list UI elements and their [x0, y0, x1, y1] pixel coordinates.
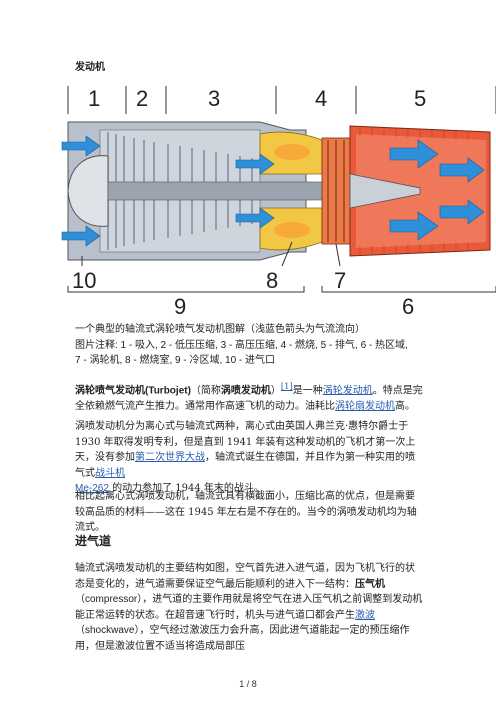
link-ww2[interactable]: 第二次世界大战: [135, 452, 205, 463]
link-turbine-engine[interactable]: 涡轮发动机: [322, 385, 373, 397]
figure-caption: 一个典型的轴流式涡轮喷气发动机图解（浅蓝色箭头为气流流向） 图片注释: 1 - …: [75, 324, 408, 366]
term-turbojet: 涡轮喷气发动机: [75, 385, 145, 397]
intro-paragraph: 涡轮喷气发动机(Turbojet)（简称涡喷发动机）[1]是一种涡轮发动机。特点…: [75, 381, 423, 412]
label-8: 8: [266, 268, 278, 293]
page-title: 发动机: [75, 62, 105, 73]
label-5: 5: [414, 86, 426, 111]
label-6: 6: [402, 294, 414, 319]
label-2: 2: [136, 86, 148, 111]
airflow-arrows: [61, 135, 485, 247]
label-1: 1: [88, 86, 100, 111]
label-7: 7: [334, 268, 346, 293]
label-3: 3: [208, 86, 220, 111]
zone-brackets: [67, 286, 496, 293]
label-9: 9: [174, 294, 186, 319]
top-dividers: [67, 86, 496, 114]
intake-paragraph: 轴流式涡喷发动机的主要结构如图，空气首先进入进气道，因为飞机飞行的状态是变化的，…: [75, 563, 423, 652]
link-me262[interactable]: Me-262: [75, 483, 109, 494]
comparison-paragraph: 相比起离心式涡喷发动机，轴流式具有横截面小，压缩比高的优点，但是需要较高品质的材…: [75, 491, 417, 533]
page-indicator: 1 / 8: [239, 679, 257, 689]
link-shockwave[interactable]: 激波: [355, 609, 375, 621]
link-turbofan-engine[interactable]: 涡轮扇发动机: [335, 400, 395, 412]
section-heading-intake: 进气道: [75, 534, 112, 548]
turbojet-diagram: 1 2 3 4 5: [61, 86, 496, 319]
engine-body: [67, 121, 491, 261]
label-4: 4: [315, 86, 327, 111]
label-10: 10: [72, 268, 96, 293]
link-fighter[interactable]: 战斗机: [95, 467, 125, 479]
history-paragraph: 涡喷发动机分为离心式与轴流式两种，离心式由英国人弗兰克·惠特尔爵士于 1930 …: [75, 421, 416, 494]
ref-link-1[interactable]: [1]: [280, 381, 293, 391]
